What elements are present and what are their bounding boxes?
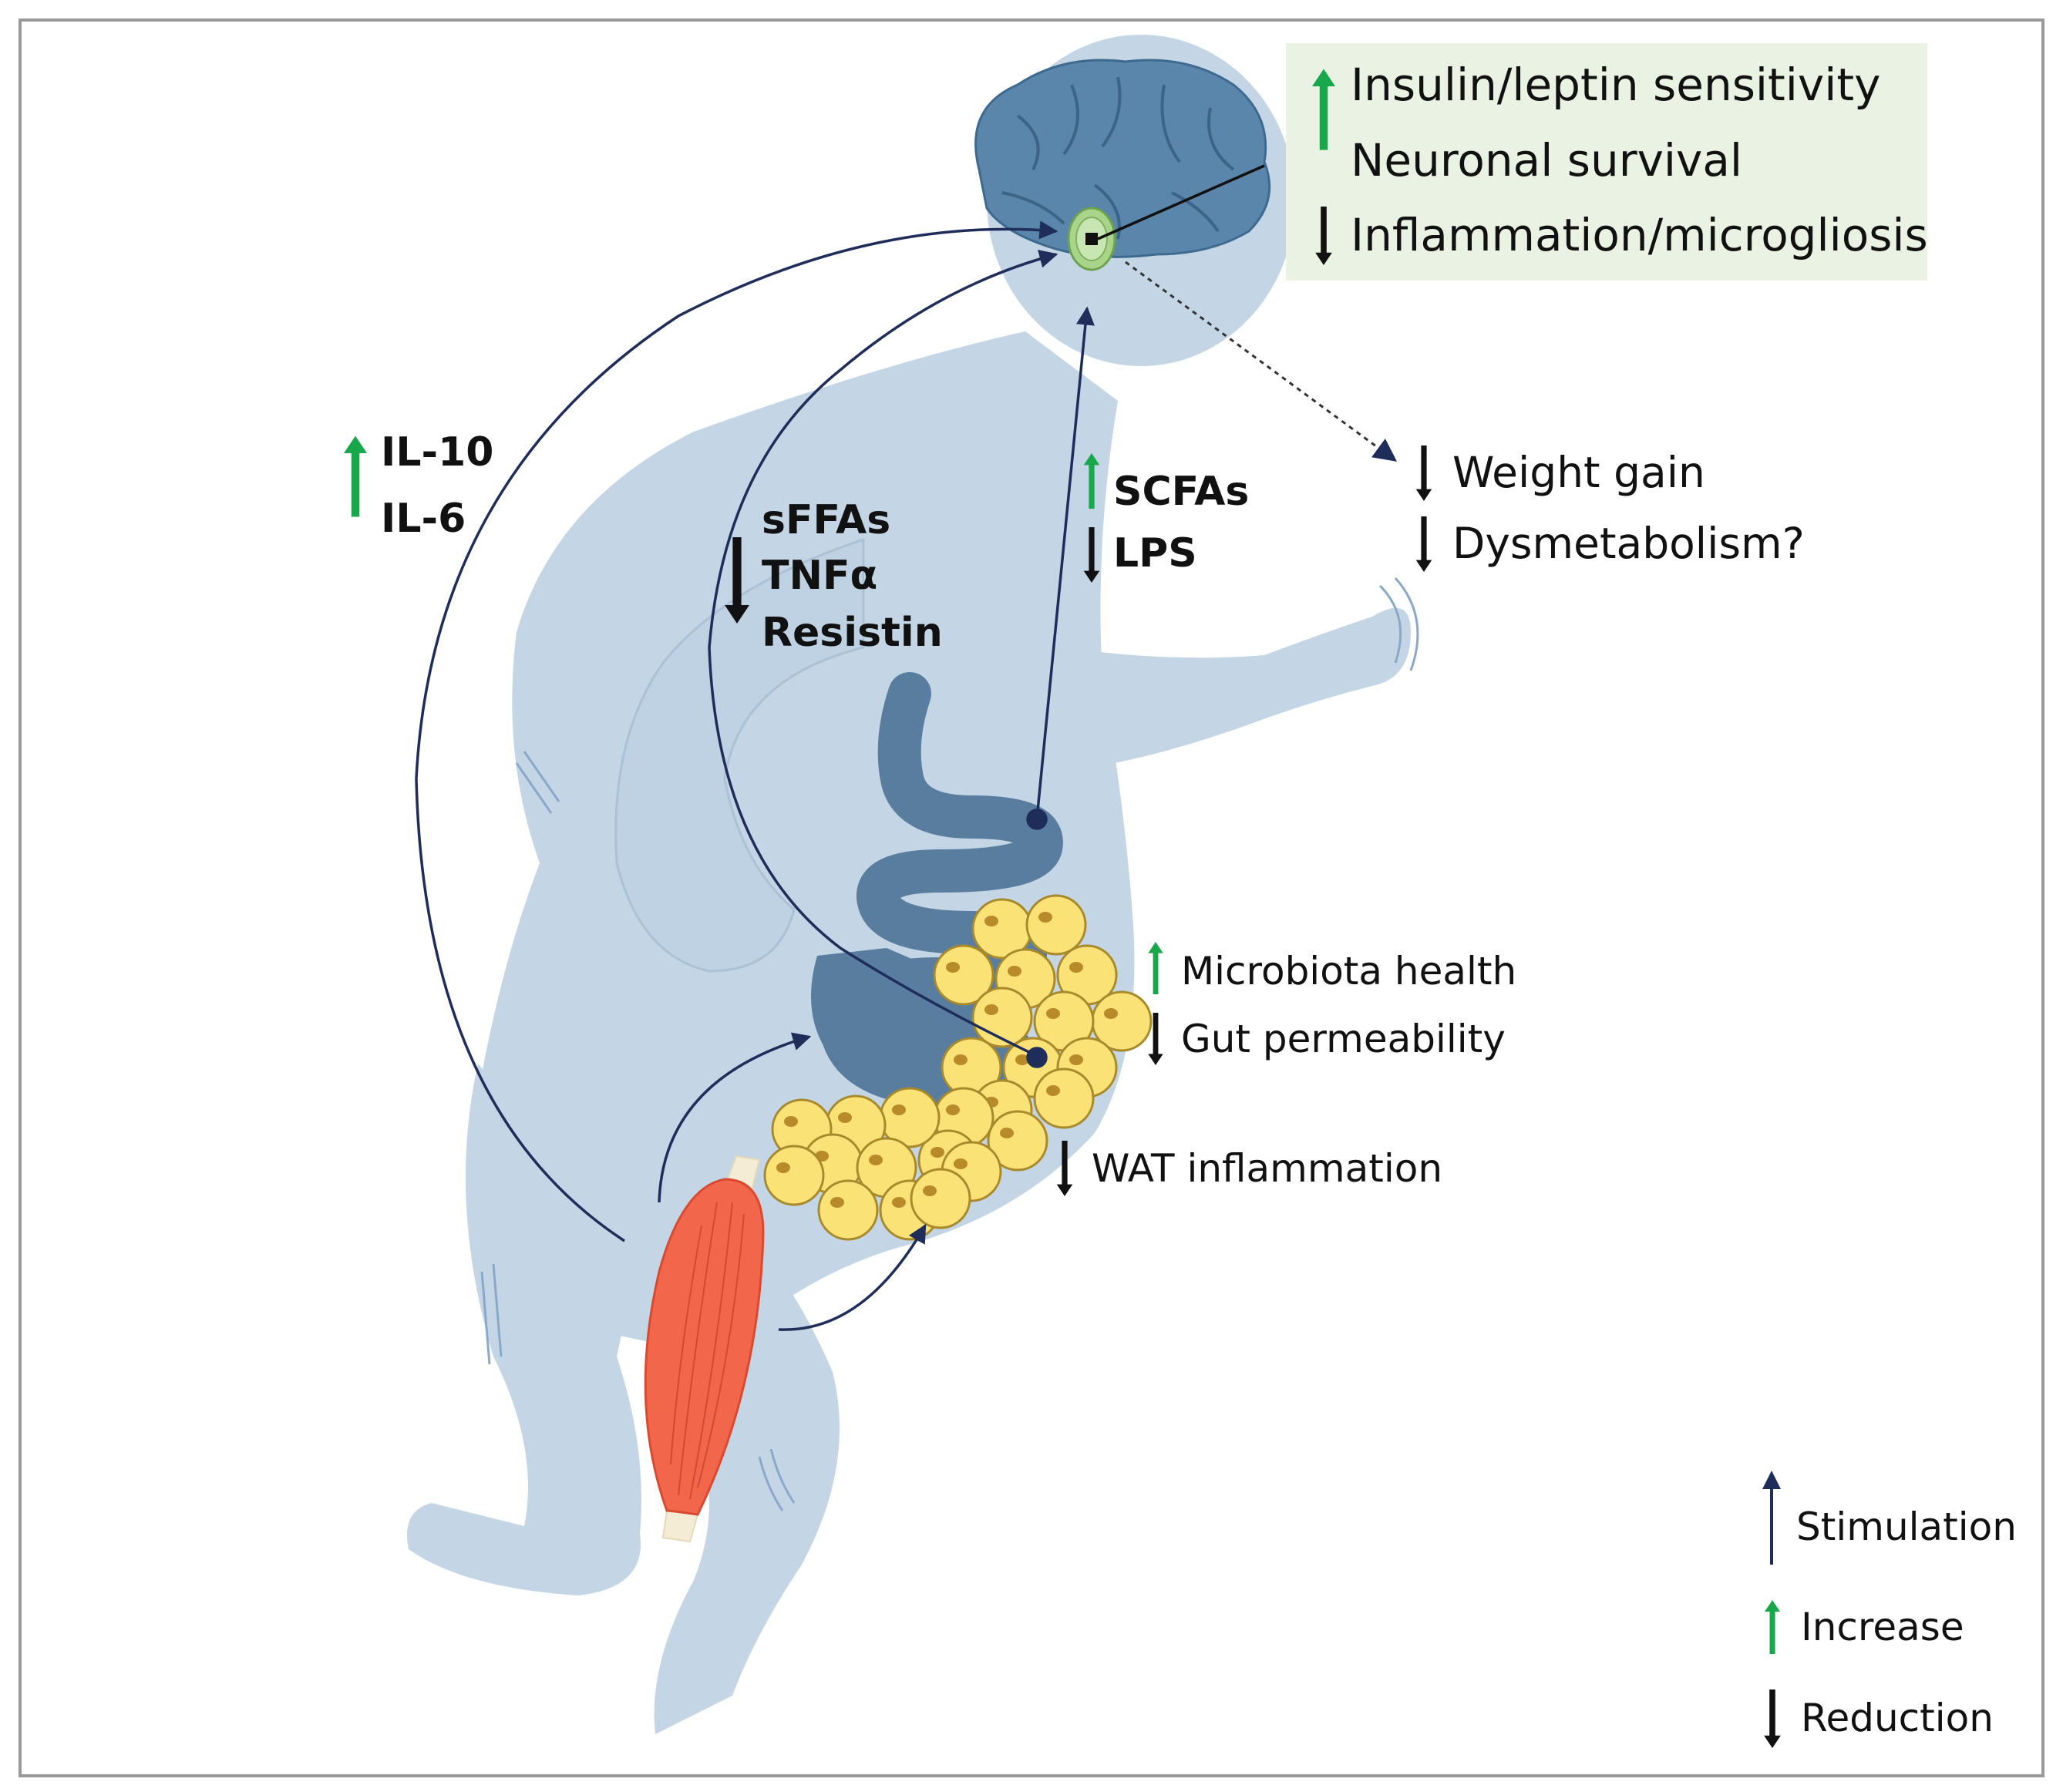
microbiota-health-label: Microbiota health xyxy=(1181,949,1516,994)
brain-effects-box: Insulin/leptin sensitivity Neuronal surv… xyxy=(1286,43,1928,281)
brain-effect-1: Insulin/leptin sensitivity xyxy=(1351,59,1880,111)
myokine-labels: IL-10 IL-6 xyxy=(344,429,493,542)
fat-to-brain-arrow xyxy=(708,250,1058,1057)
lps-label: LPS xyxy=(1113,530,1197,577)
legend-increase-label: Increase xyxy=(1801,1605,1964,1649)
outcome-labels: Weight gain Dysmetabolism? xyxy=(1415,445,1805,572)
il6-label: IL-6 xyxy=(381,496,466,542)
motion-lines xyxy=(480,577,1419,1511)
muscle-to-gut-arrow xyxy=(658,1032,812,1203)
legend-stimulation-label: Stimulation xyxy=(1796,1505,2017,1549)
weight-gain-label: Weight gain xyxy=(1452,448,1705,497)
legend-reduction-label: Reduction xyxy=(1801,1696,1994,1740)
tnfa-label: TNFα xyxy=(762,553,877,599)
muscle-to-brain-arrow xyxy=(415,220,1058,1242)
gut-to-brain-arrow xyxy=(1035,306,1095,819)
muscle-icon xyxy=(644,1155,765,1543)
sffas-label: sFFAs xyxy=(762,497,890,543)
muscle-to-wat-arrow xyxy=(778,1223,927,1331)
scfas-label: SCFAs xyxy=(1113,469,1249,515)
wat-effect-label-group: WAT inflammation xyxy=(1056,1141,1442,1196)
gut-effect-labels: Microbiota health Gut permeability xyxy=(1148,942,1516,1065)
brain-to-outcome-dotted-arrow xyxy=(1125,261,1398,462)
brain-effects-background xyxy=(1286,43,1927,281)
resistin-label: Resistin xyxy=(762,610,943,656)
brain-effect-3: Inflammation/microgliosis xyxy=(1351,209,1928,261)
wat-inflammation-label: WAT inflammation xyxy=(1092,1146,1442,1191)
dysmetabolism-label: Dysmetabolism? xyxy=(1452,519,1805,568)
gut-permeability-label: Gut permeability xyxy=(1181,1017,1506,1061)
legend: Stimulation Increase Reduction xyxy=(1762,1471,2017,1748)
hypothalamus-icon xyxy=(1067,207,1116,271)
stimulation-arrows xyxy=(415,164,1398,1331)
brain-effect-2: Neuronal survival xyxy=(1351,134,1742,187)
il10-label: IL-10 xyxy=(381,429,493,476)
gut-metabolite-labels: SCFAs LPS xyxy=(1083,453,1249,583)
adipokine-labels: sFFAs TNFα Resistin xyxy=(725,497,943,656)
